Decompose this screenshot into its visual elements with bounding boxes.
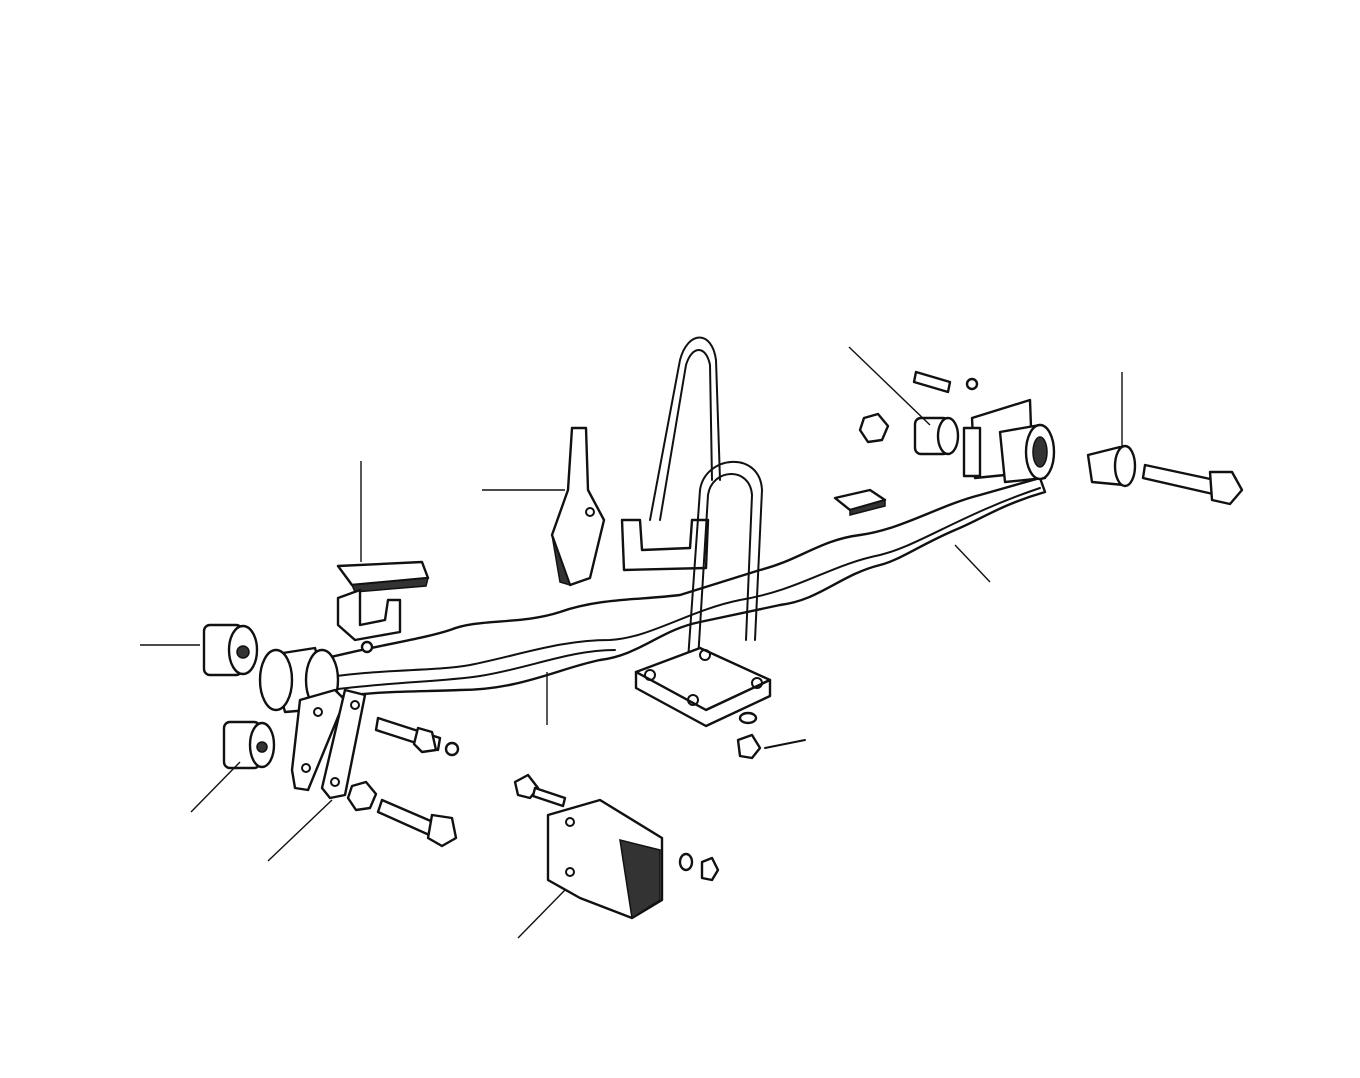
- clamp-washer-nut: [678, 852, 720, 882]
- bushing-upper: [202, 623, 259, 677]
- rear-bolt-small: [912, 370, 979, 394]
- rear-eye-bushing: [998, 423, 1056, 484]
- rear-pin-bushing: [1086, 444, 1137, 488]
- wedge: [550, 426, 606, 587]
- bushing-lower: [222, 720, 276, 770]
- shackle-nut: [346, 780, 378, 812]
- spring-seat-plate: [634, 646, 772, 728]
- washer-nut-pin: [736, 711, 806, 760]
- leaf-spring: [298, 476, 1047, 702]
- leader-lines: [140, 346, 1123, 939]
- shackle-stud: [374, 716, 460, 757]
- rear-pin-bolt: [1141, 463, 1244, 506]
- u-bolt-large: [620, 336, 721, 572]
- rear-nut: [858, 412, 890, 444]
- shackle-bolt: [376, 798, 458, 848]
- rear-bushing: [913, 416, 960, 456]
- upper-pad: [833, 488, 887, 516]
- u-bolt-small: [687, 460, 763, 661]
- spring-clip: [336, 588, 402, 654]
- rubber-pad: [336, 560, 430, 593]
- shackle-plates: [290, 688, 367, 800]
- spring-clamp: [546, 798, 664, 920]
- clamp-bolt: [513, 773, 567, 808]
